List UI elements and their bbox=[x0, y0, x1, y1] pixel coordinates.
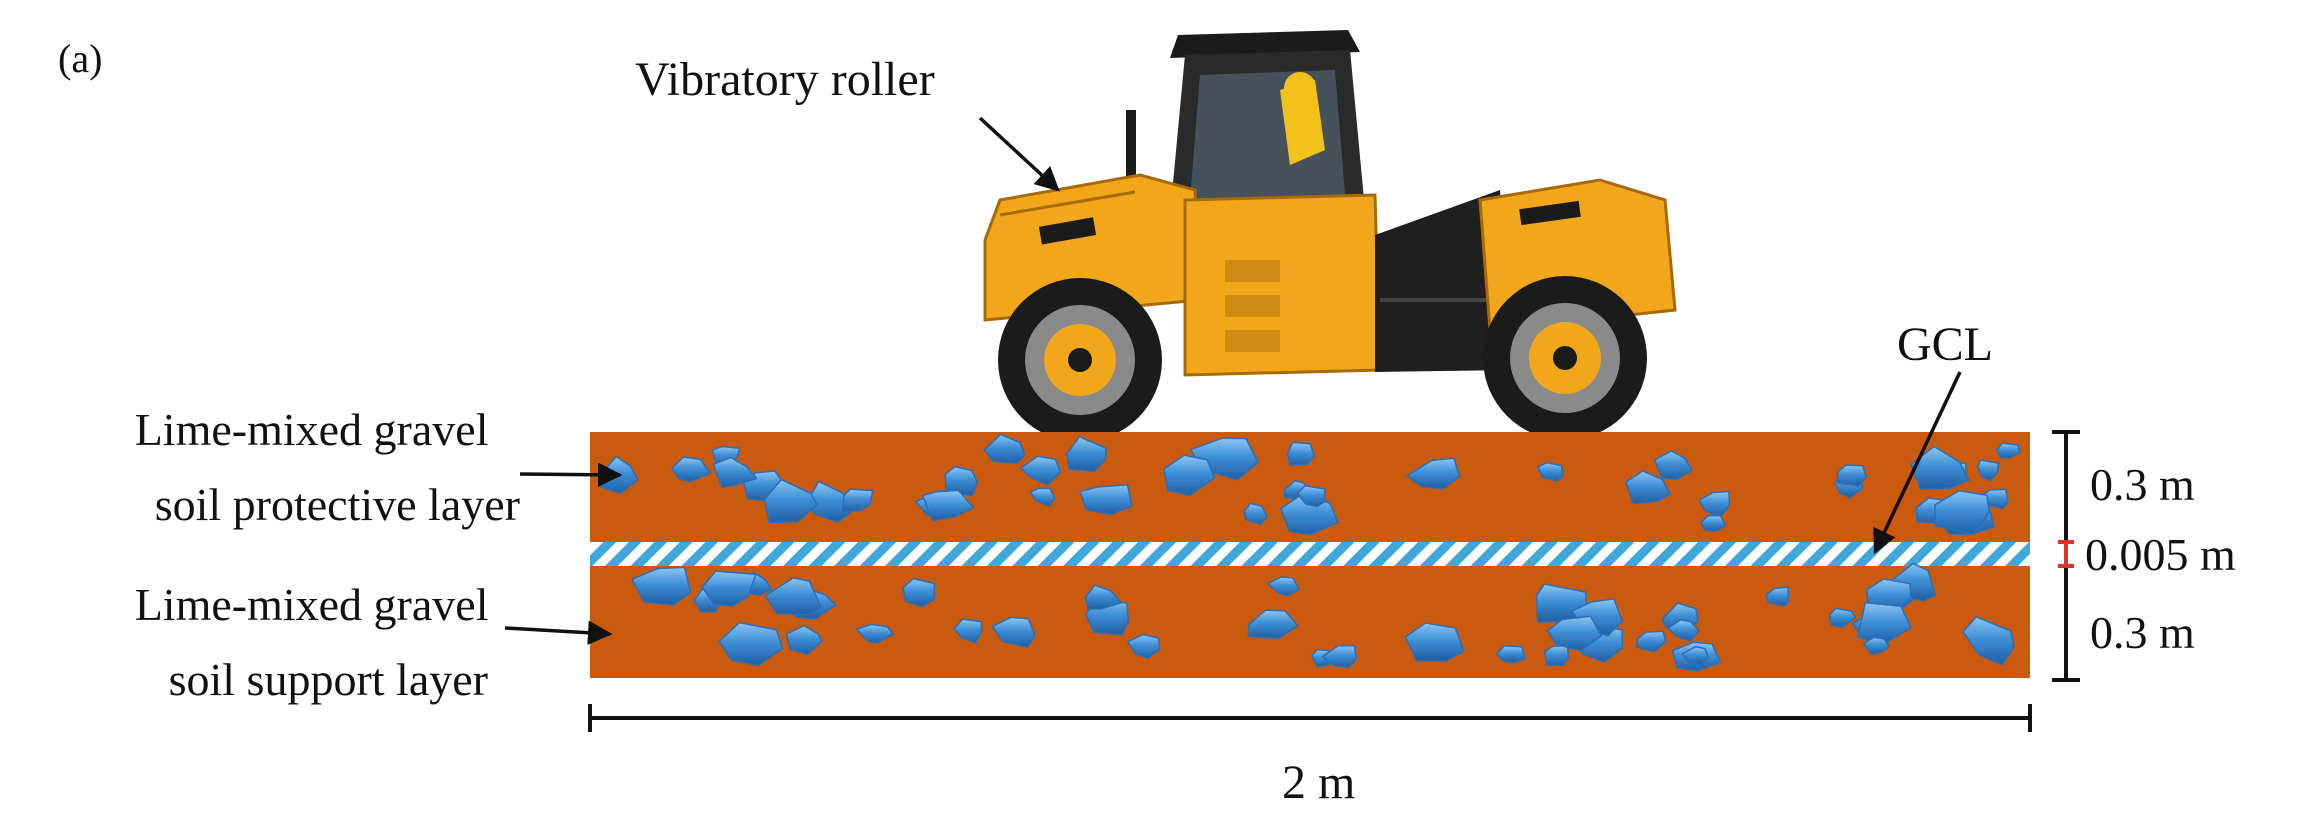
gravel-stone-icon bbox=[1546, 615, 1603, 652]
gravel-stone-icon bbox=[1084, 584, 1123, 610]
gravel-stone-icon bbox=[1404, 622, 1465, 662]
gcl-layer bbox=[590, 542, 2030, 566]
gravel-stone-icon bbox=[1266, 576, 1301, 597]
gravel-stone-icon bbox=[1405, 457, 1461, 490]
gravel-stone-icon bbox=[701, 570, 758, 607]
gravel-stone-icon bbox=[841, 488, 874, 513]
gravel-stone-icon bbox=[712, 456, 758, 489]
gravel-stone-icon bbox=[1079, 484, 1133, 516]
gravel-stone-icon bbox=[1837, 464, 1868, 487]
panel-label: (a) bbox=[58, 36, 102, 81]
gravel-stone-icon bbox=[1995, 442, 2021, 459]
gravel-stone-icon bbox=[1296, 485, 1326, 508]
gravel-stone-icon bbox=[1163, 454, 1216, 497]
vibratory-roller-icon bbox=[983, 30, 1677, 442]
gravel-stone-icon bbox=[1321, 644, 1358, 669]
gravel-stone-icon bbox=[1862, 636, 1891, 655]
gravel-stone-icon bbox=[1243, 502, 1268, 526]
gravel-stone-icon bbox=[1286, 441, 1316, 466]
gravel-stone-icon bbox=[1653, 450, 1694, 480]
protective-layer-arrow bbox=[519, 462, 623, 488]
gravel-stone-icon bbox=[921, 489, 975, 522]
roller-arrow bbox=[978, 116, 1060, 192]
gravel-stone-icon bbox=[1976, 459, 2000, 482]
gravel-stone-icon bbox=[718, 621, 784, 667]
gravel-stone-icon bbox=[630, 566, 692, 606]
gcl-arrow bbox=[1873, 371, 1962, 555]
gravel-stone-icon bbox=[902, 577, 936, 608]
gravel-stone-icon bbox=[1247, 609, 1299, 640]
protective-layer-label: Lime-mixed gravel soil protective layer bbox=[135, 404, 520, 530]
dim-top-label: 0.3 m bbox=[2090, 459, 2195, 510]
gravel-stone-icon bbox=[1910, 445, 1971, 490]
gravel-stone-icon bbox=[1625, 470, 1671, 505]
gravel-stone-icon bbox=[1279, 494, 1339, 536]
gcl-dimension-marker bbox=[2058, 540, 2074, 568]
gravel-stone-icon bbox=[1537, 461, 1565, 482]
gravel-stone-icon bbox=[1544, 644, 1570, 667]
dim-gcl-label: 0.005 m bbox=[2085, 529, 2236, 580]
gravel-stone-icon bbox=[671, 456, 712, 483]
gravel-stone-icon bbox=[1636, 630, 1667, 653]
support-layer-label: Lime-mixed gravel soil support layer bbox=[135, 579, 500, 705]
dim-width-label: 2 m bbox=[1282, 756, 1355, 809]
protective-layer-label-line2: soil protective layer bbox=[155, 479, 520, 530]
gravel-stone-icon bbox=[1681, 645, 1710, 666]
gravel-stone-icon bbox=[855, 623, 895, 644]
support-layer bbox=[590, 566, 2030, 678]
support-layer-label-line1: Lime-mixed gravel bbox=[135, 579, 489, 630]
dim-bottom-label: 0.3 m bbox=[2090, 607, 2195, 658]
gravel-stones bbox=[599, 433, 2021, 672]
gravel-stone-icon bbox=[1666, 619, 1700, 642]
gravel-stone-icon bbox=[785, 624, 823, 656]
gravel-stone-icon bbox=[983, 433, 1026, 464]
gravel-stone-icon bbox=[1829, 607, 1857, 629]
gravel-stone-icon bbox=[1765, 586, 1790, 607]
gravel-stone-icon bbox=[1934, 489, 1990, 535]
gravel-stone-icon bbox=[953, 618, 983, 644]
gravel-stone-icon bbox=[1495, 645, 1527, 664]
gravel-stone-icon bbox=[764, 577, 822, 616]
gravel-stone-icon bbox=[1962, 615, 2015, 666]
protective-layer-label-line1: Lime-mixed gravel bbox=[135, 404, 489, 455]
gravel-stone-icon bbox=[1700, 514, 1727, 532]
support-layer-arrow bbox=[504, 620, 613, 645]
gcl-label: GCL bbox=[1897, 318, 1993, 371]
gravel-stone-icon bbox=[991, 616, 1036, 649]
gravel-stone-icon bbox=[1065, 435, 1107, 472]
horizontal-dimension bbox=[588, 704, 2032, 732]
gravel-stone-icon bbox=[763, 478, 818, 524]
gravel-stone-icon bbox=[1126, 633, 1161, 660]
gravel-stone-icon bbox=[1029, 487, 1056, 507]
gravel-stone-icon bbox=[1982, 488, 2009, 510]
vertical-dimension bbox=[2052, 430, 2080, 682]
support-layer-label-line2: soil support layer bbox=[169, 654, 488, 705]
gravel-stone-icon bbox=[944, 465, 979, 497]
gravel-stone-icon bbox=[1019, 455, 1062, 486]
roller-label: Vibratory roller bbox=[635, 53, 935, 106]
